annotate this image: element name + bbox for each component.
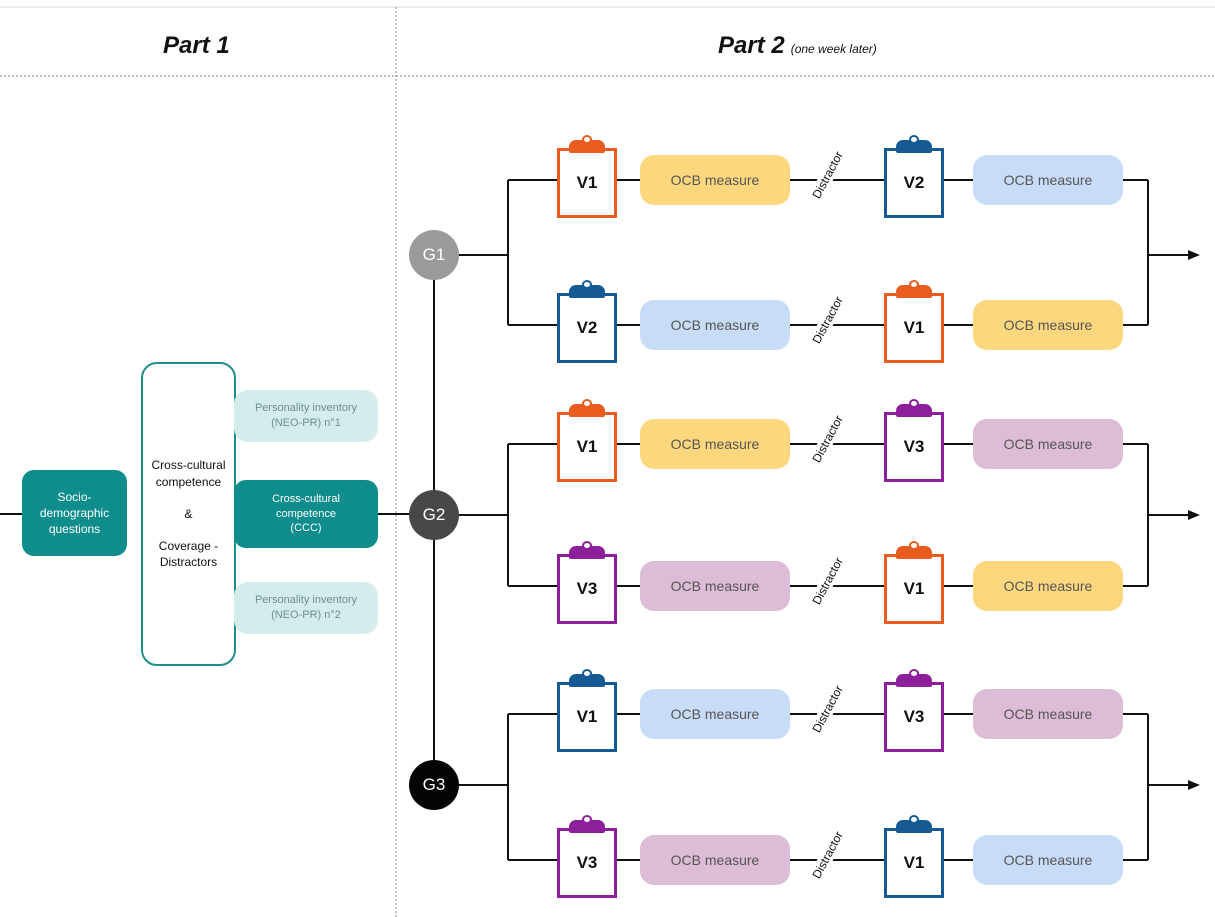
clipboard-clip-icon [896, 280, 932, 298]
clipboard-label: V3 [557, 554, 617, 624]
ccc-box: Cross-cultural competence (CCC) [234, 480, 378, 548]
g2-row1-version-a-clipboard-icon: V1 [557, 399, 617, 482]
g2-row1-ocb-measure-a: OCB measure [640, 419, 790, 469]
g2-row1-ocb-measure-b: OCB measure [973, 419, 1123, 469]
g3-row1-version-a-clipboard-icon: V1 [557, 669, 617, 752]
clipboard-clip-icon [896, 135, 932, 153]
g1-row1-ocb-measure-a: OCB measure [640, 155, 790, 205]
clipboard-clip-icon [569, 399, 605, 417]
g2-row2-ocb-measure-b: OCB measure [973, 561, 1123, 611]
g1-row2-ocb-measure-b: OCB measure [973, 300, 1123, 350]
clipboard-clip-icon [569, 669, 605, 687]
g1-row2-ocb-measure-a: OCB measure [640, 300, 790, 350]
clipboard-label: V1 [557, 682, 617, 752]
clipboard-label: V3 [557, 828, 617, 898]
part1-title: Part 1 [163, 32, 230, 59]
clipboard-label: V3 [884, 682, 944, 752]
clipboard-label: V1 [557, 148, 617, 218]
clipboard-label: V3 [884, 412, 944, 482]
g1-row1-ocb-measure-b: OCB measure [973, 155, 1123, 205]
g1-row2-version-b-clipboard-icon: V1 [884, 280, 944, 363]
g3-row1-ocb-measure-a: OCB measure [640, 689, 790, 739]
clipboard-label: V2 [557, 293, 617, 363]
clipboard-label: V1 [884, 828, 944, 898]
socio-demographic-box: Socio- demographic questions [22, 470, 127, 556]
personality-inventory-1-box: Personality inventory (NEO-PR) n°1 [234, 390, 378, 442]
clipboard-clip-icon [569, 280, 605, 298]
g2-row2-version-b-clipboard-icon: V1 [884, 541, 944, 624]
group-g2-circle: G2 [409, 490, 459, 540]
clipboard-label: V2 [884, 148, 944, 218]
g3-row2-version-a-clipboard-icon: V3 [557, 815, 617, 898]
clipboard-label: V1 [557, 412, 617, 482]
g2-row1-version-b-clipboard-icon: V3 [884, 399, 944, 482]
g3-row1-ocb-measure-b: OCB measure [973, 689, 1123, 739]
part2-title-text: Part 2 [718, 32, 785, 59]
g2-row2-version-a-clipboard-icon: V3 [557, 541, 617, 624]
clipboard-clip-icon [896, 669, 932, 687]
part2-subtitle: (one week later) [790, 42, 877, 56]
personality-inventory-2-box: Personality inventory (NEO-PR) n°2 [234, 582, 378, 634]
clipboard-clip-icon [896, 541, 932, 559]
part2-title: Part 2 (one week later) [718, 32, 877, 60]
cross-cultural-coverage-box: Cross-cultural competence & Coverage - D… [141, 362, 236, 666]
clipboard-clip-icon [896, 399, 932, 417]
group-g1-circle: G1 [409, 230, 459, 280]
group-g3-circle: G3 [409, 760, 459, 810]
g3-row2-ocb-measure-b: OCB measure [973, 835, 1123, 885]
g1-row1-version-a-clipboard-icon: V1 [557, 135, 617, 218]
g3-row1-version-b-clipboard-icon: V3 [884, 669, 944, 752]
g3-row2-ocb-measure-a: OCB measure [640, 835, 790, 885]
g1-row2-version-a-clipboard-icon: V2 [557, 280, 617, 363]
g1-row1-version-b-clipboard-icon: V2 [884, 135, 944, 218]
clipboard-label: V1 [884, 293, 944, 363]
clipboard-clip-icon [569, 541, 605, 559]
clipboard-clip-icon [569, 815, 605, 833]
g3-row2-version-b-clipboard-icon: V1 [884, 815, 944, 898]
clipboard-label: V1 [884, 554, 944, 624]
g2-row2-ocb-measure-a: OCB measure [640, 561, 790, 611]
clipboard-clip-icon [896, 815, 932, 833]
clipboard-clip-icon [569, 135, 605, 153]
